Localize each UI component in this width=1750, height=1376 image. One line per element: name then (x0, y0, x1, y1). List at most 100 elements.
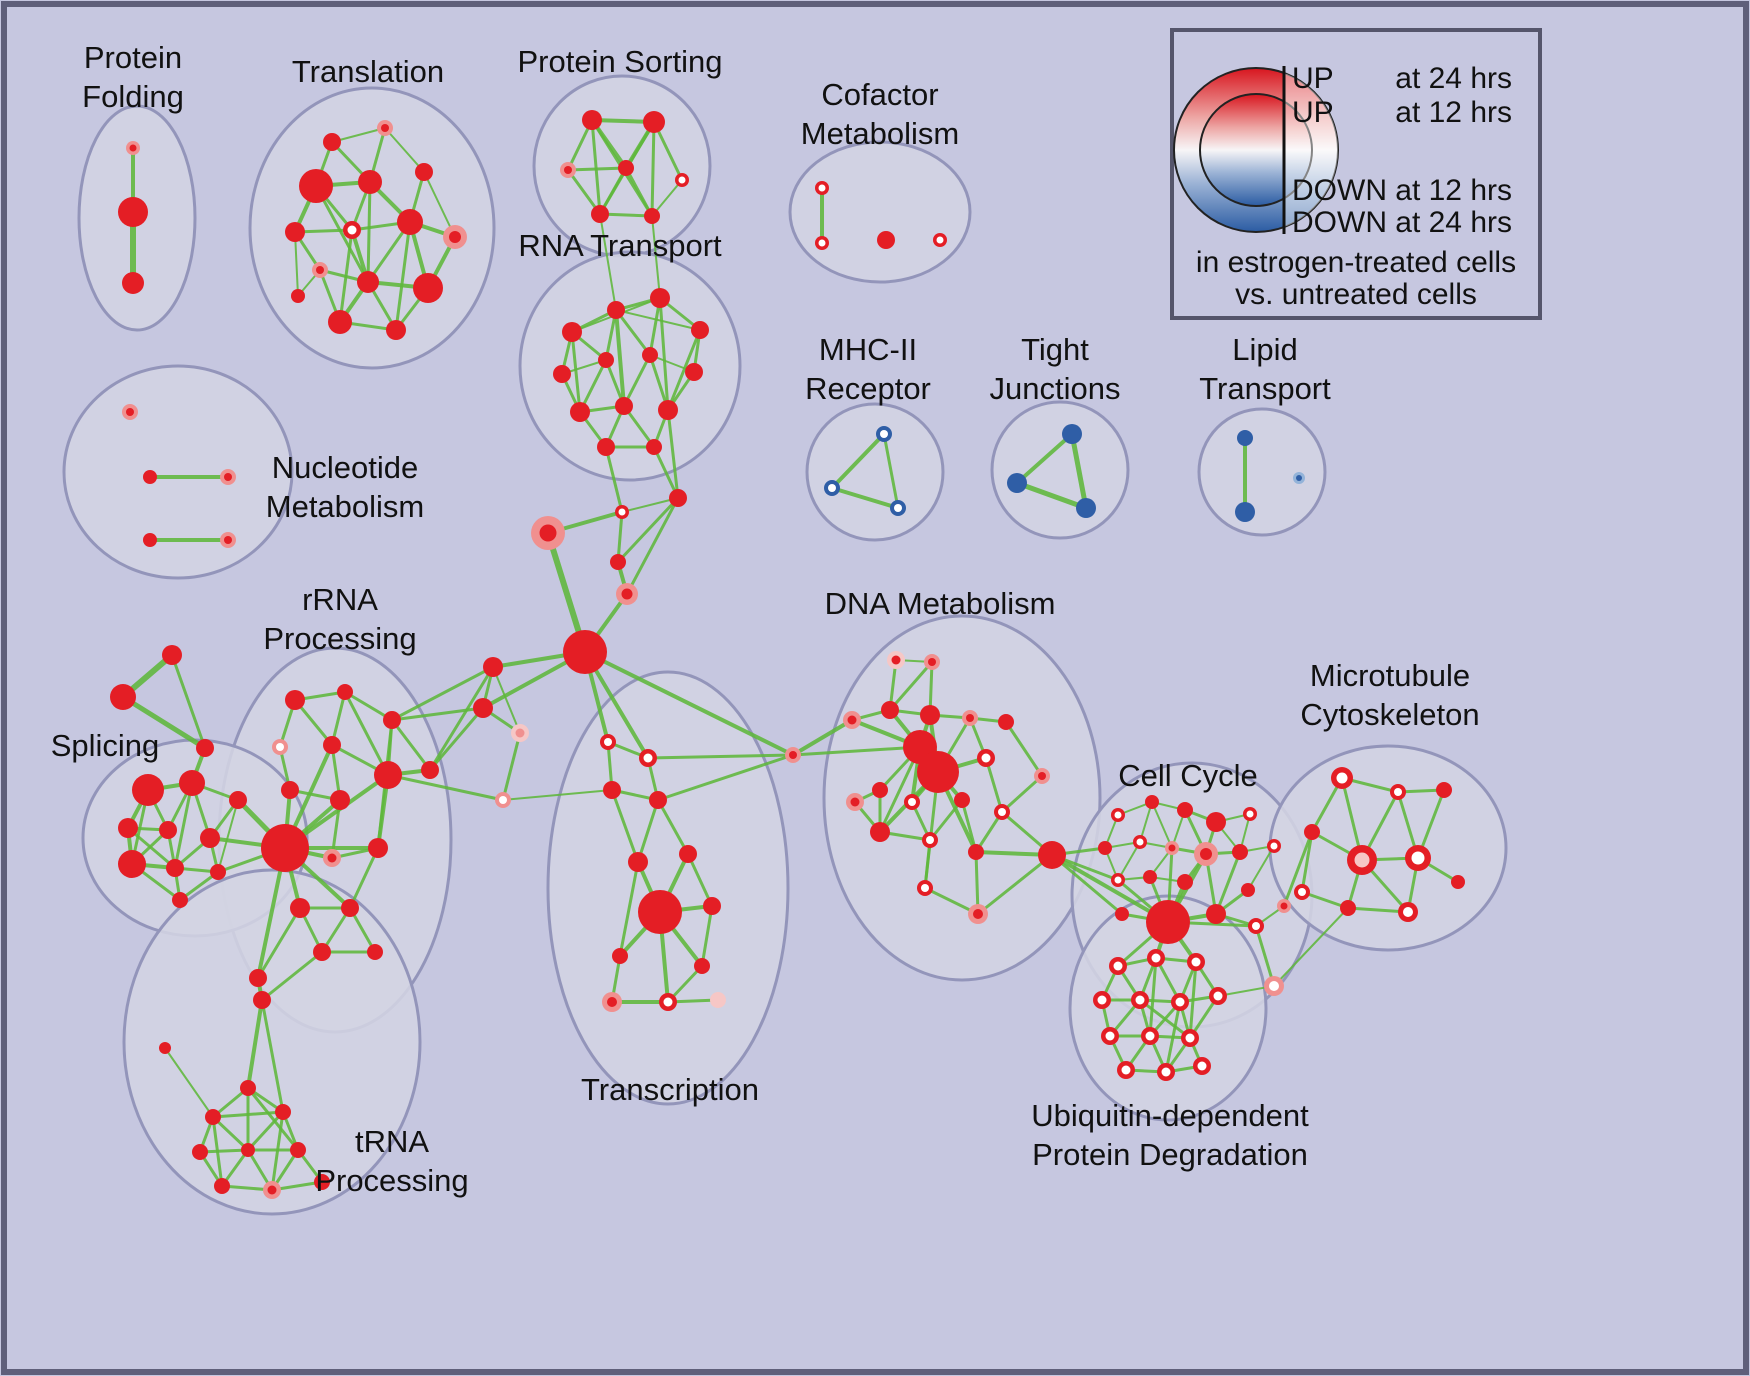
cluster-label-nucleotide-metabolism-line2: Metabolism (266, 489, 425, 524)
network-node-tc6 (679, 845, 697, 863)
network-edge (960, 798, 978, 854)
network-node-t14 (386, 320, 406, 340)
network-node-ps1 (582, 110, 602, 130)
network-node-rr12 (290, 898, 310, 918)
cluster-label-protein-folding-line2: Folding (82, 79, 184, 114)
network-node-rr13 (341, 899, 359, 917)
network-node-sp7 (118, 850, 146, 878)
network-node-d4 (881, 701, 899, 719)
network-node-rr6 (374, 761, 402, 789)
network-node-core-s12 (789, 751, 797, 759)
cluster-label-cofactor-metabolism-line1: Cofactor (821, 77, 938, 112)
network-node-m4 (1304, 824, 1320, 840)
network-node-r2 (607, 301, 625, 319)
cluster-cofactor-metabolism (788, 140, 972, 284)
network-node-tn7 (241, 1143, 255, 1157)
network-node-sp1 (132, 774, 164, 806)
network-edge (614, 308, 626, 408)
network-node-rr1 (285, 690, 305, 710)
cluster-label-transcription-line1: Transcription (581, 1072, 759, 1107)
network-node-d15 (954, 792, 970, 808)
network-node-core-n1 (126, 408, 134, 416)
network-node-c17 (1241, 883, 1255, 897)
network-node-core-rr10 (327, 853, 337, 863)
network-node-r3 (650, 288, 670, 308)
network-node-sp3 (229, 791, 247, 809)
network-node-ps7 (644, 208, 660, 224)
network-node-s8 (473, 698, 493, 718)
network-edge (618, 860, 640, 958)
network-edge (1004, 720, 1044, 778)
network-edge (1148, 956, 1158, 1038)
network-edge (343, 690, 390, 777)
network-node-core-s1 (618, 508, 626, 516)
legend-down-24-time: at 24 hrs (1395, 206, 1512, 239)
cluster-nucleotide-metabolism (62, 364, 294, 580)
network-node-core-u3 (1191, 957, 1201, 967)
network-node-core-c11 (1270, 842, 1278, 850)
network-edge (246, 1110, 285, 1152)
network-node-m10 (1451, 875, 1465, 889)
network-node-tc10 (694, 958, 710, 974)
network-edge (126, 826, 177, 870)
cluster-lipid-transport (1197, 407, 1327, 537)
network-node-core-m2 (1394, 788, 1402, 796)
cluster-label-lipid-transport-line2: Transport (1199, 371, 1331, 406)
network-edge (923, 838, 932, 890)
network-edge (492, 666, 521, 734)
network-node-lp1 (1237, 430, 1253, 446)
legend-caption-line1: in estrogen-treated cells (1196, 246, 1516, 279)
network-node-d5 (920, 705, 940, 725)
network-node-core-c8 (1168, 844, 1176, 852)
cluster-layer (62, 74, 1508, 1216)
network-node-sp8 (166, 859, 184, 877)
network-edge (1050, 853, 1124, 916)
network-edge (348, 846, 380, 910)
network-edge (256, 906, 302, 980)
network-node-rr2 (337, 684, 353, 700)
cluster-label-mhc-ii-receptor-line1: MHC-II (819, 332, 917, 367)
network-node-tn4 (205, 1109, 221, 1125)
cluster-label-rrna-processing-line1: rRNA (302, 582, 378, 617)
network-node-r4 (691, 321, 709, 339)
network-node-d7 (998, 714, 1014, 730)
network-edge (976, 853, 1054, 916)
network-edge (830, 432, 886, 490)
network-node-core-s5 (621, 588, 633, 600)
network-node-n4 (143, 533, 157, 547)
network-node-c18 (1115, 907, 1129, 921)
cluster-label-mhc-ii-receptor-line2: Receptor (805, 371, 931, 406)
network-node-tc7 (638, 890, 682, 934)
network-node-core-c7 (1136, 838, 1144, 846)
network-edge (1282, 830, 1314, 908)
network-edge (656, 798, 690, 856)
network-node-core-d14 (908, 798, 916, 806)
network-node-core-u8 (1105, 1031, 1115, 1041)
network-edge (650, 120, 656, 218)
network-node-tc3 (603, 781, 621, 799)
network-node-core-u4 (1097, 995, 1107, 1005)
network-node-core-u11 (1121, 1065, 1131, 1075)
network-node-r7 (642, 347, 658, 363)
network-edge (423, 171, 456, 238)
network-edge (928, 798, 964, 842)
network-node-core-d1 (891, 655, 901, 665)
network-node-pf3 (122, 272, 144, 294)
network-node-t5 (415, 163, 433, 181)
network-node-s6 (563, 630, 607, 674)
cluster-trna-processing (122, 868, 422, 1216)
network-node-core-d6 (966, 714, 974, 722)
network-node-core-n5 (224, 536, 232, 544)
network-node-tr1 (162, 645, 182, 665)
network-edge (501, 731, 522, 802)
network-node-tn3 (240, 1080, 256, 1096)
network-edge (658, 296, 670, 412)
network-edge (294, 231, 299, 297)
network-node-s4 (610, 554, 626, 570)
network-node-core-ps5 (678, 176, 686, 184)
network-node-tn11 (314, 1174, 330, 1190)
network-edge (621, 497, 679, 513)
network-node-tr2 (110, 684, 136, 710)
